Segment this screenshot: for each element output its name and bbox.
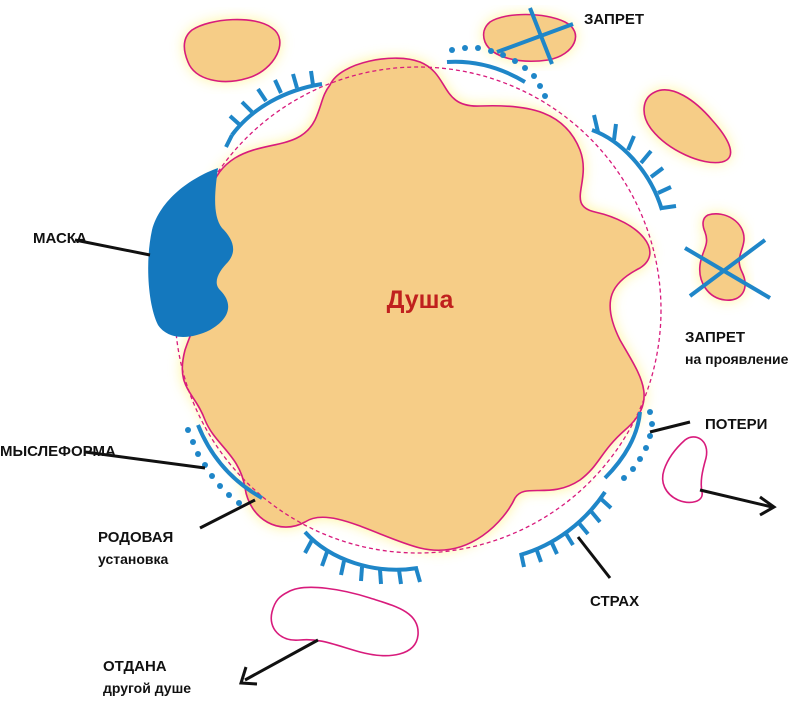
fragment-top-left <box>183 18 281 83</box>
label-ban-top: ЗАПРЕТ <box>584 11 644 28</box>
fragment-right-banned <box>683 213 772 301</box>
fragment-right-upper <box>643 89 732 164</box>
leader-thought-form <box>84 450 206 470</box>
label-losses: ПОТЕРИ <box>705 416 767 433</box>
leader-mask <box>74 238 151 257</box>
soul-label: Душа <box>387 286 455 314</box>
label-mask: МАСКА <box>33 230 87 247</box>
dotted-arc-top <box>446 45 548 99</box>
comb-bottom <box>303 530 422 585</box>
fragment-given-away <box>270 586 419 657</box>
label-ban-expression-1: ЗАПРЕТ <box>685 329 745 346</box>
leader-fear <box>576 536 612 579</box>
label-thought-form: МЫСЛЕФОРМА <box>0 443 116 460</box>
label-ancestral-2: установка <box>98 551 168 567</box>
comb-fear <box>519 490 613 568</box>
fragment-top-banned <box>482 7 577 65</box>
comb-right <box>591 114 677 211</box>
leader-ancestral <box>199 498 256 530</box>
mask-shape <box>148 168 234 337</box>
dotted-arc-losses <box>603 409 655 481</box>
arrow-lost <box>699 488 777 517</box>
label-fear: СТРАХ <box>590 593 639 610</box>
arrow-given-away <box>238 638 319 686</box>
dotted-arc-thought-form <box>185 424 263 506</box>
ban-cross-expression <box>683 238 772 300</box>
label-ban-expression-2: на проявление <box>685 351 789 367</box>
leader-losses <box>649 420 691 434</box>
label-given-1: ОТДАНА <box>103 658 167 675</box>
comb-upper-left <box>224 70 323 148</box>
label-given-2: другой душе <box>103 680 191 696</box>
soul-blob <box>181 57 651 551</box>
fragment-lost <box>661 436 708 504</box>
ban-cross-top <box>496 7 574 65</box>
label-ancestral-1: РОДОВАЯ <box>98 529 173 546</box>
